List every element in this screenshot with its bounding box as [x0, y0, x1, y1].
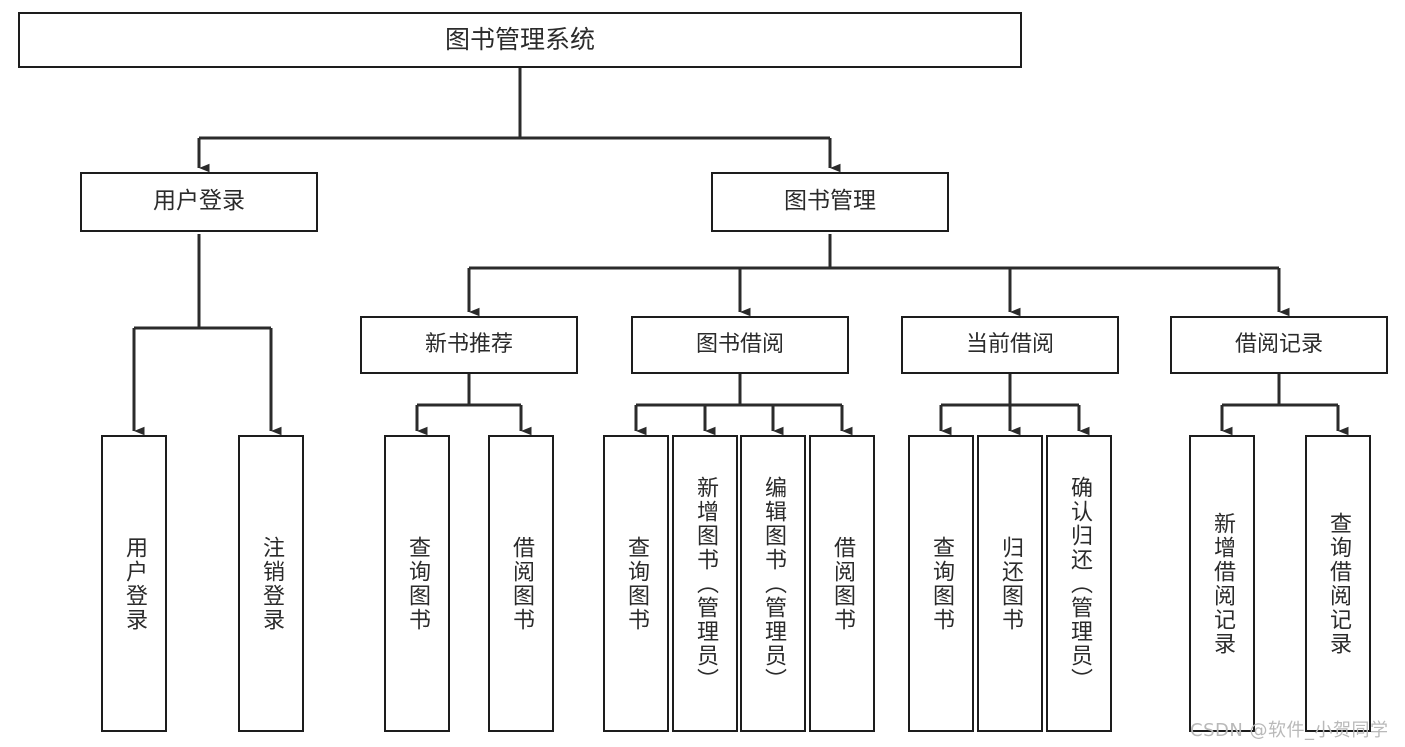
leaf-user-login-logout[interactable]: 注销登录 — [238, 435, 304, 732]
node-label: 用户登录 — [153, 188, 245, 215]
leaf-book-borrow-borrow[interactable]: 借阅图书 — [809, 435, 875, 732]
node-label: 图书借阅 — [695, 331, 784, 357]
leaf-borrow-record-query[interactable]: 查询借阅记录 — [1305, 435, 1371, 732]
node-label: 新增借阅记录 — [1210, 511, 1235, 656]
leaf-current-borrow-confirm-return[interactable]: 确认归还（管理员） — [1046, 435, 1112, 732]
leaf-book-borrow-edit[interactable]: 编辑图书（管理员） — [740, 435, 806, 732]
node-new-book-recommend[interactable]: 新书推荐 — [360, 316, 578, 374]
node-book-borrow[interactable]: 图书借阅 — [631, 316, 849, 374]
leaf-book-borrow-query[interactable]: 查询图书 — [603, 435, 669, 732]
node-label: 图书管理系统 — [444, 25, 595, 54]
leaf-borrow-record-add[interactable]: 新增借阅记录 — [1189, 435, 1255, 732]
leaf-new-book-borrow[interactable]: 借阅图书 — [488, 435, 554, 732]
node-label: 新书推荐 — [424, 331, 513, 357]
node-label: 查询图书 — [405, 535, 430, 632]
leaf-current-borrow-query[interactable]: 查询图书 — [908, 435, 974, 732]
node-label: 当前借阅 — [965, 331, 1054, 357]
node-root-system[interactable]: 图书管理系统 — [18, 12, 1022, 68]
leaf-new-book-query[interactable]: 查询图书 — [384, 435, 450, 732]
node-label: 借阅图书 — [509, 535, 534, 632]
node-user-login[interactable]: 用户登录 — [80, 172, 318, 232]
leaf-current-borrow-return[interactable]: 归还图书 — [977, 435, 1043, 732]
node-label: 新增图书（管理员） — [693, 475, 718, 692]
watermark-text: CSDN @软件_小贺同学 — [1190, 720, 1389, 741]
node-label: 归还图书 — [998, 535, 1023, 632]
node-current-borrow[interactable]: 当前借阅 — [901, 316, 1119, 374]
leaf-user-login-login[interactable]: 用户登录 — [101, 435, 167, 732]
leaf-book-borrow-add[interactable]: 新增图书（管理员） — [672, 435, 738, 732]
node-book-management[interactable]: 图书管理 — [711, 172, 949, 232]
node-borrow-record[interactable]: 借阅记录 — [1170, 316, 1388, 374]
node-label: 注销登录 — [259, 535, 284, 632]
node-label: 用户登录 — [122, 535, 147, 632]
node-label: 编辑图书（管理员） — [761, 475, 786, 692]
node-label: 确认归还（管理员） — [1067, 475, 1092, 692]
node-label: 查询图书 — [624, 535, 649, 632]
node-label: 查询图书 — [929, 535, 954, 632]
node-label: 查询借阅记录 — [1326, 511, 1351, 656]
node-label: 图书管理 — [784, 188, 876, 215]
node-label: 借阅记录 — [1234, 331, 1323, 357]
node-label: 借阅图书 — [830, 535, 855, 632]
